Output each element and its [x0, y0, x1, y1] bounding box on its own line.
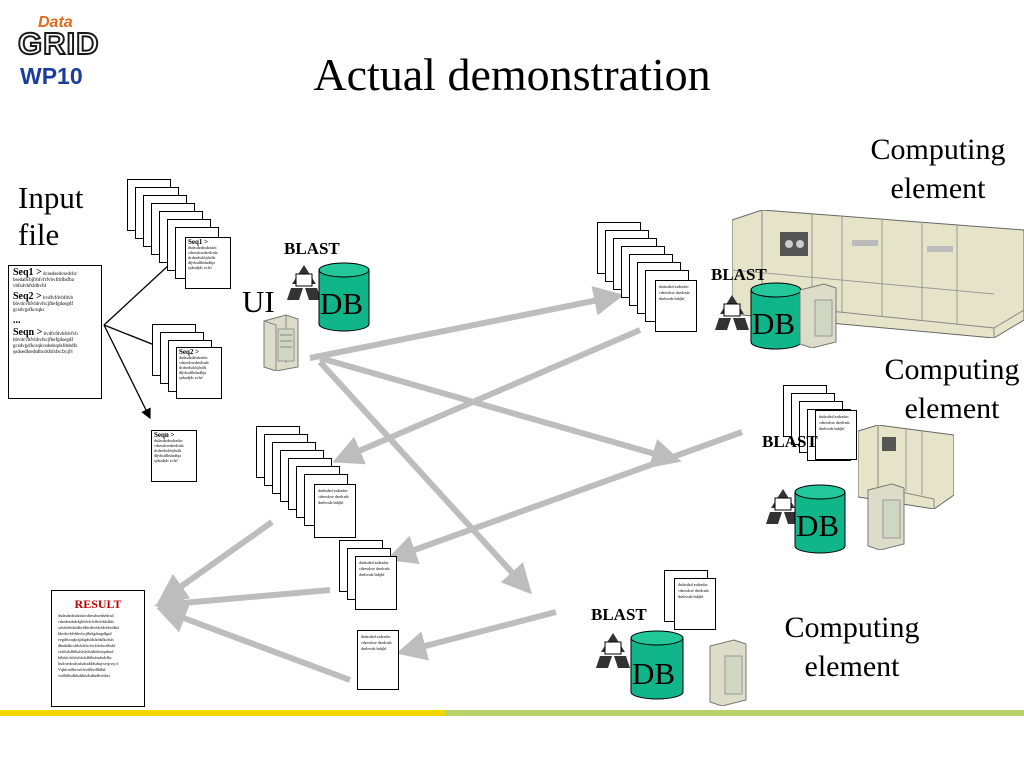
collect-to-result-arrow-3 [156, 604, 352, 683]
footer-bar-yellow [0, 710, 445, 716]
ce3-db-label: DB [632, 656, 676, 691]
ce2-blast-label: BLAST [762, 432, 818, 451]
footer-bar-green [445, 710, 1024, 716]
collect-to-result-arrow-2 [154, 587, 331, 618]
ui-to-ce2-arrow [319, 355, 682, 468]
ui-server-icon [263, 314, 299, 371]
ce2-db-label: DB [796, 508, 840, 543]
ce1-blast-label: BLAST [711, 265, 767, 284]
ui-to-ce3-arrow [317, 359, 533, 595]
ui-recycle-icon [287, 265, 321, 300]
input-ellipsis: ... [13, 315, 21, 326]
input-seq2-text: bvdfvfdvbfdvb bbvdcvbfvbbvfscjfbefgdsegd… [13, 296, 74, 313]
ce3-output-card: dsdzsdzd zsdzsdzc cdsesdcse dsedcsdc dse… [357, 630, 399, 690]
ce3-job-card: dsdzsdzd zsdzsdzc cdsesdcse dsedcsdc dse… [674, 578, 716, 630]
ce2-to-output-arrow [386, 429, 744, 564]
ce3-recycle-icon [596, 633, 630, 668]
ui-db-cylinder [318, 262, 370, 332]
input-seqn-text: bvdfvfdvbfdvfvb bbvdcvbfvbbvfscjfbefgdse… [13, 332, 78, 355]
ce3-server-icon [709, 639, 747, 706]
ui-blast-label: BLAST [284, 239, 340, 258]
ce1-db-label: DB [752, 306, 796, 341]
ce3-to-output-arrow [396, 609, 557, 661]
split-card-seq2: Seq2 >dsdzsdzdzsdzsdzc cdsesdcsedsedcsdc… [176, 347, 222, 399]
result-title: RESULT [74, 597, 122, 611]
result-card: RESULT dsdzsdzdzsdzsdzcdsesdcsedsedcsd c… [51, 590, 145, 707]
input-seq1-text: dcsedsedcsedcbc bsedabcbjfrbfvfrfvbvfrbf… [13, 272, 77, 289]
logo-data-text: Data [38, 14, 73, 31]
ce1-to-collect-arrow [332, 327, 642, 465]
ui-db-label: DB [320, 286, 364, 321]
split-card-seqn: Seqn >dsdzsdzdzsdzsdzc cdsesdcsedsedcsdc… [151, 430, 197, 482]
split-card-seq1: Seq1 >dsdzsdzdzsdzsdzc cdsesdcsedsedcsdc… [185, 237, 231, 289]
split-arrow-3 [103, 324, 151, 420]
ce2-db-cylinder [794, 484, 846, 554]
input-seq1-label: Seq1 > [13, 267, 42, 278]
ce2-server-icon [867, 483, 905, 550]
collect-to-result-arrow-1 [157, 519, 274, 604]
ce3-db-cylinder [630, 630, 684, 700]
result-text: dsdzsdzdzsdzsdzcdsesdcsedsedcsd cdsedsed… [58, 613, 119, 678]
input-seqn-label: Seqn > [13, 327, 43, 338]
ce1-recycle-icon [715, 295, 749, 330]
input-seq2-label: Seq2 > [13, 291, 42, 302]
ce1-db-cylinder [750, 282, 802, 350]
logo-grid-text: GRID [17, 25, 100, 62]
ce1-server-icon [799, 283, 837, 348]
ui-to-ce1-arrow [309, 286, 624, 361]
logo-wp10-text: WP10 [20, 63, 83, 89]
ce2-job-card: dsdzsdzd zsdzsdzc cdsesdcse dsedcsdc dse… [815, 410, 857, 460]
ce1-job-card: dsdzsdzd zsdzsdzc cdsesdcse dsedcsdc dse… [655, 280, 697, 332]
ui-label: UI [242, 284, 275, 319]
input-file-card: Seq1 > dcsedsedcsedcbc bsedabcbjfrbfvfrf… [8, 265, 102, 399]
collected-result-card: dsdzsdzd zsdzsdzc cdsesdcse dsedcsdc dse… [314, 484, 356, 538]
input-file-label: Input file [18, 180, 84, 252]
ce2-output-card: dsdzsdzd zsdzsdzc cdsesdcse dsedcsdc dse… [355, 556, 397, 610]
ce3-blast-label: BLAST [591, 605, 647, 624]
page-title: Actual demonstration [313, 49, 711, 100]
